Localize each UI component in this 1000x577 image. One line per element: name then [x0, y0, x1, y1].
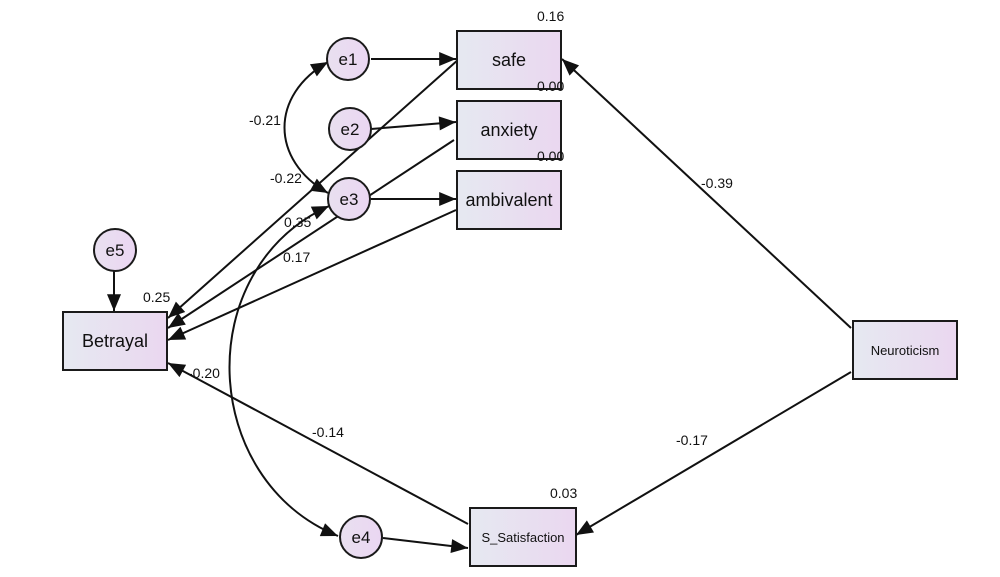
- error-e2: e2: [328, 107, 372, 151]
- node-label-betrayal: Betrayal: [82, 331, 148, 351]
- node-label-s-satisfaction: S_Satisfaction: [481, 530, 564, 545]
- r2-ambivalent: 0.00: [537, 148, 564, 164]
- node-label-ambivalent: ambivalent: [465, 190, 552, 210]
- edge-safe-betrayal: [167, 58, 460, 319]
- edge-neuroticism-safe: [561, 58, 852, 329]
- error-label-e4: e4: [352, 528, 371, 547]
- error-e3: e3: [327, 177, 371, 221]
- edge-covariance-e1-e3: [283, 61, 329, 194]
- edge-ambivalent-betrayal: [167, 209, 457, 341]
- edge-anxiety-betrayal: [167, 139, 455, 329]
- error-label-e3: e3: [340, 190, 359, 209]
- coef-neuroticism-s-satisfaction: -0.17: [676, 432, 708, 448]
- coef-s-satisfaction-betrayal: -0.14: [312, 424, 344, 440]
- node-s-satisfaction: S_Satisfaction: [469, 507, 577, 567]
- node-safe: safe: [456, 30, 562, 90]
- error-terms: e1 e2 e3 e4 e5: [93, 37, 383, 559]
- coef-neuroticism-safe: -0.39: [701, 175, 733, 191]
- coef-ambivalent-betrayal: 0.17: [283, 249, 310, 265]
- node-label-safe: safe: [492, 50, 526, 70]
- edge-covariance-e3-e4: [228, 205, 339, 537]
- coef-safe-betrayal: -0.22: [270, 170, 302, 186]
- edge-e2-anxiety: [370, 116, 457, 131]
- edge-s-satisfaction-betrayal: [167, 362, 469, 525]
- r2-betrayal: 0.25: [143, 289, 170, 305]
- node-neuroticism: Neuroticism: [852, 320, 958, 380]
- error-e4: e4: [339, 515, 383, 559]
- error-label-e5: e5: [106, 241, 125, 260]
- r2-safe: 0.16: [537, 8, 564, 24]
- r-squared-labels: 0.16 0.00 0.00 0.25 0.03: [143, 8, 577, 501]
- coef-e3-e4: -0.20: [188, 365, 220, 381]
- error-e5: e5: [93, 228, 137, 272]
- coef-e1-e3: -0.21: [249, 112, 281, 128]
- error-label-e1: e1: [339, 50, 358, 69]
- r2-s-satisfaction: 0.03: [550, 485, 577, 501]
- node-betrayal: Betrayal: [62, 311, 168, 371]
- observed-variables: safe anxiety ambivalent Betrayal Neuroti…: [62, 30, 958, 567]
- r2-anxiety: 0.00: [537, 78, 564, 94]
- edges: [107, 52, 852, 553]
- coef-anxiety-betrayal: 0.35: [284, 214, 311, 230]
- edge-e4-s-satisfaction: [382, 537, 469, 553]
- node-label-anxiety: anxiety: [480, 120, 537, 140]
- error-e1: e1: [326, 37, 370, 81]
- path-coefficients: -0.39 -0.17 -0.21 -0.22 0.35 0.17 -0.14 …: [188, 112, 733, 448]
- edge-neuroticism-s-satisfaction: [575, 371, 852, 536]
- node-ambivalent: ambivalent: [456, 170, 562, 230]
- node-anxiety: anxiety: [456, 100, 562, 160]
- node-label-neuroticism: Neuroticism: [871, 343, 940, 358]
- error-label-e2: e2: [341, 120, 360, 139]
